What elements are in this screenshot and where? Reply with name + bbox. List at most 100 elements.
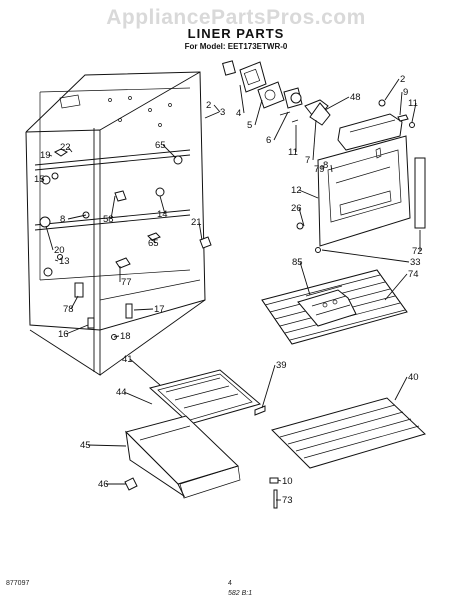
callout-c44: 44 <box>116 387 127 398</box>
leader-line-c5 <box>254 99 263 126</box>
leader-line-c45 <box>87 444 127 447</box>
callout-c11b: 11 <box>408 98 418 109</box>
upper-shelf <box>261 269 408 345</box>
leader-line-c10 <box>277 479 282 482</box>
duct-strip <box>414 157 426 229</box>
callout-c46: 46 <box>98 479 109 490</box>
leader-line-c41 <box>129 358 161 386</box>
callout-c9: 9 <box>403 87 408 98</box>
leader-line-c65a <box>162 144 177 159</box>
diagram-title: LINER PARTS <box>187 26 285 41</box>
leader-line-c2a <box>213 104 221 113</box>
leader-line-c19 <box>47 154 53 157</box>
shelf-post <box>273 489 278 509</box>
callout-c11a: 11 <box>288 147 298 158</box>
callout-c17: 17 <box>154 304 165 315</box>
model-line: For Model: EET173ETWR-0 <box>184 42 288 51</box>
callout-c26: 26 <box>291 203 302 214</box>
leader-line-c18 <box>113 335 120 338</box>
leader-line-c85 <box>299 261 311 296</box>
leader-line-c4 <box>239 84 245 114</box>
callout-c78: 78 <box>63 304 74 315</box>
leader-line-c26 <box>298 207 305 227</box>
leader-line-c2b <box>384 78 400 101</box>
leader-line-c8a <box>330 164 333 173</box>
callout-c14: 14 <box>157 209 168 220</box>
callout-c65b: 65 <box>148 238 159 249</box>
callout-c3: 3 <box>220 107 225 118</box>
leader-line-c7 <box>312 119 317 161</box>
leader-line-c11b <box>411 102 417 123</box>
leader-line-c48 <box>324 96 350 111</box>
crisper-cover <box>148 369 262 425</box>
leader-line-c78 <box>70 295 79 310</box>
callout-c40: 40 <box>408 372 419 383</box>
callout-c73: 73 <box>282 495 293 506</box>
callout-c2b: 2 <box>400 74 405 85</box>
pan-slide <box>124 477 138 491</box>
callout-c79: 79 <box>314 164 325 175</box>
callout-c58: 58 <box>103 214 114 225</box>
leader-line-c12 <box>298 189 319 199</box>
crisper-pan <box>125 415 241 499</box>
lower-shelf <box>271 397 426 469</box>
leader-line-c6 <box>273 111 289 141</box>
callout-c21: 21 <box>191 217 202 228</box>
footer-left: 877097 <box>6 580 30 587</box>
leader-line-c8b <box>67 214 87 220</box>
callout-c85: 85 <box>292 257 303 268</box>
leader-line-c17 <box>133 308 154 311</box>
callout-c72: 72 <box>412 246 423 257</box>
shelf-clip <box>269 477 279 484</box>
callout-c20: 20 <box>54 245 65 256</box>
leader-line-c39 <box>261 364 276 409</box>
callout-c7: 7 <box>305 155 310 166</box>
leader-line-c58 <box>110 195 116 220</box>
callout-c8a: 8 <box>323 160 328 171</box>
rail <box>254 405 266 416</box>
leader-line-c44 <box>123 391 153 405</box>
callout-c6: 6 <box>266 135 271 146</box>
callout-c65a: 65 <box>155 140 166 151</box>
footer-page: 4 <box>228 580 232 587</box>
leader-line-c65b <box>149 237 157 244</box>
fan-assembly <box>222 60 415 151</box>
leader-line-c21 <box>198 221 203 241</box>
leader-line-c14 <box>159 195 166 215</box>
callout-c39: 39 <box>276 360 287 371</box>
callout-c33: 33 <box>410 257 421 268</box>
watermark: AppliancePartsPros.com <box>106 6 366 29</box>
callout-c10: 10 <box>282 476 293 487</box>
callout-c13: 13 <box>59 256 70 267</box>
leader-line-c9 <box>399 91 403 116</box>
callout-c2a: 2 <box>206 100 211 111</box>
callout-c45: 45 <box>80 440 91 451</box>
leader-line-c74 <box>384 273 408 301</box>
callout-c5: 5 <box>247 120 252 131</box>
callout-c19: 19 <box>40 150 51 161</box>
callout-c12: 12 <box>291 185 302 196</box>
leader-line-c22 <box>67 146 73 153</box>
leader-line-c3 <box>204 111 220 119</box>
leader-line-c15 <box>41 178 45 181</box>
leader-line-c13 <box>54 259 59 262</box>
callout-c41: 41 <box>122 354 133 365</box>
liner-cabinet <box>25 71 206 376</box>
callout-c74: 74 <box>408 269 419 280</box>
callout-c48: 48 <box>350 92 361 103</box>
footer-mark: 582 B:1 <box>228 590 253 597</box>
screw <box>315 247 321 253</box>
callout-c4: 4 <box>236 108 241 119</box>
leader-line-c16 <box>65 324 89 335</box>
callout-c15: 15 <box>34 174 45 185</box>
callout-c18: 18 <box>120 331 131 342</box>
callout-c22: 22 <box>60 142 71 153</box>
leader-line-c20 <box>45 225 54 251</box>
rear-panel <box>317 135 411 247</box>
callout-c8b: 8 <box>60 214 65 225</box>
liner-small-parts <box>39 148 212 340</box>
leader-line-c33 <box>321 249 410 263</box>
callout-c77: 77 <box>121 277 132 288</box>
